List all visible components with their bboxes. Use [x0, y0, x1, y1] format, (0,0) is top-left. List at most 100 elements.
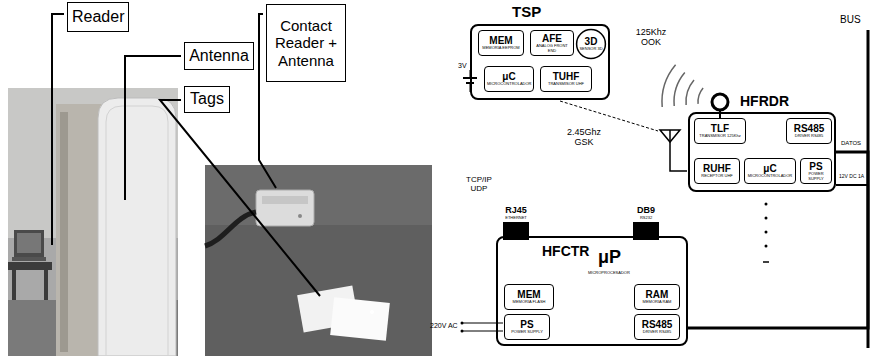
node-text-holder: RS485DRIVER RS485 — [637, 319, 677, 334]
receiver-block: RUHFRECEPTOR UHF — [694, 158, 740, 184]
loop-antenna — [712, 94, 728, 110]
tag-card — [330, 297, 390, 341]
processor-caption: MICROPROCESADOR — [588, 271, 630, 275]
radio-wave — [674, 72, 685, 106]
callout-box: Antenna — [184, 42, 254, 70]
memory-block: RAMMEMORIA RAM — [634, 284, 680, 310]
ellipsis-dot — [765, 231, 768, 234]
light-dot — [370, 310, 374, 314]
controller-block: HFCTR MEMMEMORIA FLASH RAMMEMORIA RAM PSPOW… — [496, 236, 688, 346]
block-caption: MEMORIA EEPROM — [481, 46, 521, 50]
power-block: PSPOWER SUPPLY — [504, 314, 550, 340]
photo-background — [8, 88, 178, 356]
block-caption: MEMORIA RAM — [637, 300, 677, 304]
node-text-holder: DB9RS232 — [628, 206, 664, 220]
memory-block: MEMMEMORIA FLASH — [504, 284, 554, 310]
callout-text: Antenna — [189, 47, 249, 65]
bus-connector — [688, 152, 868, 328]
block-name: PS — [507, 319, 547, 330]
ellipsis-dot — [765, 245, 768, 248]
signal-label: 125Khz OOK — [628, 28, 674, 48]
block-caption: POWER SUPPLY — [507, 330, 547, 334]
sensor-circle: 3DSENSOR 3D — [576, 29, 606, 59]
block-name: μC — [487, 71, 531, 82]
node-text-holder: MEMMEMORIA FLASH — [507, 289, 551, 304]
node-text-holder: RAMMEMORIA RAM — [637, 289, 677, 304]
node-text-holder: Antenna — [189, 47, 249, 65]
callout-box: Reader — [67, 2, 129, 32]
ellipsis-dot — [765, 203, 768, 206]
block-caption: TRANSMISOR UHF — [543, 82, 589, 86]
node-text-holder: RUHFRECEPTOR UHF — [697, 163, 737, 178]
port-connector — [633, 222, 659, 240]
desk-leg — [12, 270, 16, 300]
block-name: RS485 — [789, 123, 829, 134]
contact-reader-top — [262, 196, 308, 204]
cabinet-shade — [60, 112, 68, 352]
power-label: 220V AC — [430, 322, 458, 330]
node-text-holder: PSPOWER SUPPLY — [803, 161, 829, 181]
node-text-holder: 3DSENSOR 3D — [578, 36, 604, 51]
contact-reader — [256, 190, 314, 226]
block-caption: ANALOG FRONT END — [533, 44, 571, 53]
node-text-holder: TUHFTRANSMISOR UHF — [543, 71, 589, 86]
block-name: RAM — [637, 289, 677, 300]
block-caption: ETHERNET — [498, 216, 534, 220]
photo-background — [205, 165, 432, 356]
antenna-wire — [670, 130, 687, 171]
block-name: RJ45 — [498, 206, 534, 216]
block-name: DB9 — [628, 206, 664, 216]
protocol-label: TCP/IP UDP — [462, 176, 496, 194]
power-block: PSPOWER SUPPLY — [800, 158, 832, 184]
frontend-block: AFEANALOG FRONT END — [530, 30, 574, 56]
block-name: TLF — [697, 123, 743, 134]
bus-label: BUS — [840, 14, 861, 25]
port-block: RJ45ETHERNET — [498, 206, 534, 252]
leader-line — [125, 56, 181, 200]
block-caption: TRANSMISOR 125Khz — [697, 134, 743, 138]
voltage-label: 3V — [458, 62, 467, 70]
driver-block: RS485DRIVER RS485 — [634, 314, 680, 340]
block-caption: MICROCONTROLADOR — [487, 82, 531, 86]
block-name: PS — [803, 161, 829, 172]
block-name: RUHF — [697, 163, 737, 174]
block-caption: RECEPTOR UHF — [697, 174, 737, 178]
port-connector — [503, 222, 529, 240]
antenna-panel-inner — [106, 106, 168, 356]
block-caption: DRIVER RS485 — [789, 134, 829, 138]
monitor-screen — [17, 233, 41, 253]
tag-block: TSPMEMMEMORIA EEPROMAFEANALOG FRONT END3… — [470, 24, 610, 100]
node-text-holder: μCMICROCONTROLADOR — [487, 71, 531, 86]
node-text-holder: TLFTRANSMISOR 125Khz — [697, 123, 743, 138]
callout-box: Contact Reader + Antenna — [266, 4, 346, 82]
node-text-holder: Tags — [189, 90, 225, 108]
callout-box: Tags — [184, 86, 230, 113]
block-caption: POWER SUPPLY — [803, 172, 829, 181]
node-text-holder: RJ45ETHERNET — [498, 206, 534, 220]
leader-line — [160, 100, 320, 296]
radio-wave — [686, 80, 694, 105]
callout-text: Tags — [189, 90, 225, 108]
radio-wave — [662, 65, 676, 107]
cable — [205, 212, 256, 246]
block-name: AFE — [533, 33, 571, 44]
signal-label: DATOS — [841, 140, 861, 147]
block-name: μC — [747, 163, 793, 174]
node-text-holder: Reader — [72, 8, 124, 26]
block-caption: SENSOR 3D — [578, 47, 604, 51]
processor-label: μP — [598, 248, 621, 268]
node-text-holder: Contact Reader + Antenna — [271, 17, 341, 69]
reader-block: HFRDRTLFTRANSMISOR 125KhzRS485DRIVER RS4… — [688, 112, 836, 192]
block-name: MEM — [481, 35, 521, 46]
mcu-block: μCMICROCONTROLADOR — [744, 158, 796, 184]
block-caption: RS232 — [628, 216, 664, 220]
circle-outline — [577, 30, 606, 59]
block-title: HFCTR — [542, 244, 589, 259]
callout-text: Contact Reader + Antenna — [271, 17, 341, 69]
radio-wave — [698, 88, 703, 104]
signal-label: 2.45Ghz GSK — [562, 128, 606, 148]
mcu-block: μCMICROCONTROLADOR — [484, 66, 534, 92]
block-title: TSP — [512, 4, 541, 21]
